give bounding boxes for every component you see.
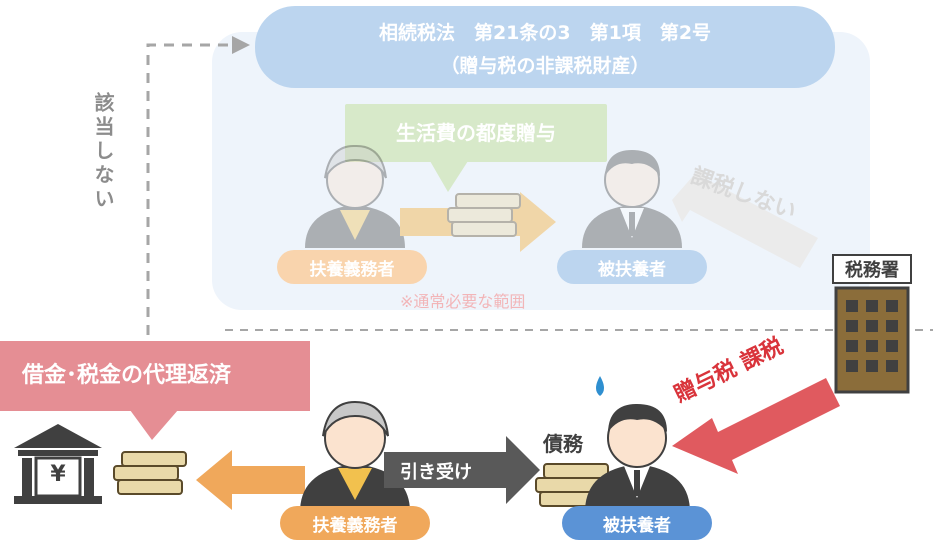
- rule-title-banner: 相続税法 第21条の3 第1項 第2号 （贈与税の非課税財産）: [255, 6, 835, 88]
- bank-yen-symbol: ¥: [50, 462, 66, 487]
- tax-office-sign: 税務署: [832, 254, 912, 284]
- sweat-drop: [596, 376, 604, 396]
- rule-title-line1: 相続税法 第21条の3 第1項 第2号: [378, 22, 712, 44]
- assume-label: 引き受け: [400, 462, 472, 483]
- not-applicable-label: 該当しない: [91, 92, 115, 212]
- lower-receiver-label: 被扶養者: [562, 506, 712, 540]
- upper-giver-label: 扶養義務者: [277, 250, 427, 284]
- proxy-repayment-text: 借金･税金の代理返済: [22, 363, 232, 388]
- upper-giver-figure: [305, 144, 405, 248]
- upper-receiver-figure: [582, 150, 682, 248]
- lower-receiver-figure: [585, 404, 690, 512]
- bank-money-stack: [113, 451, 187, 495]
- rule-title-line2: （贈与税の非課税財産）: [440, 55, 650, 77]
- lower-giver-figure: [300, 400, 410, 512]
- living-expense-text: 生活費の都度贈与: [396, 121, 556, 145]
- upper-money-stack: [447, 193, 521, 237]
- normal-range-note: ※通常必要な範囲: [400, 292, 526, 311]
- upper-receiver-label: 被扶養者: [557, 250, 707, 284]
- debt-label: 債務: [543, 432, 583, 456]
- proxy-repayment-bubble: 借金･税金の代理返済: [0, 341, 310, 411]
- lower-giver-label: 扶養義務者: [280, 506, 430, 540]
- living-expense-bubble: 生活費の都度贈与: [345, 104, 607, 162]
